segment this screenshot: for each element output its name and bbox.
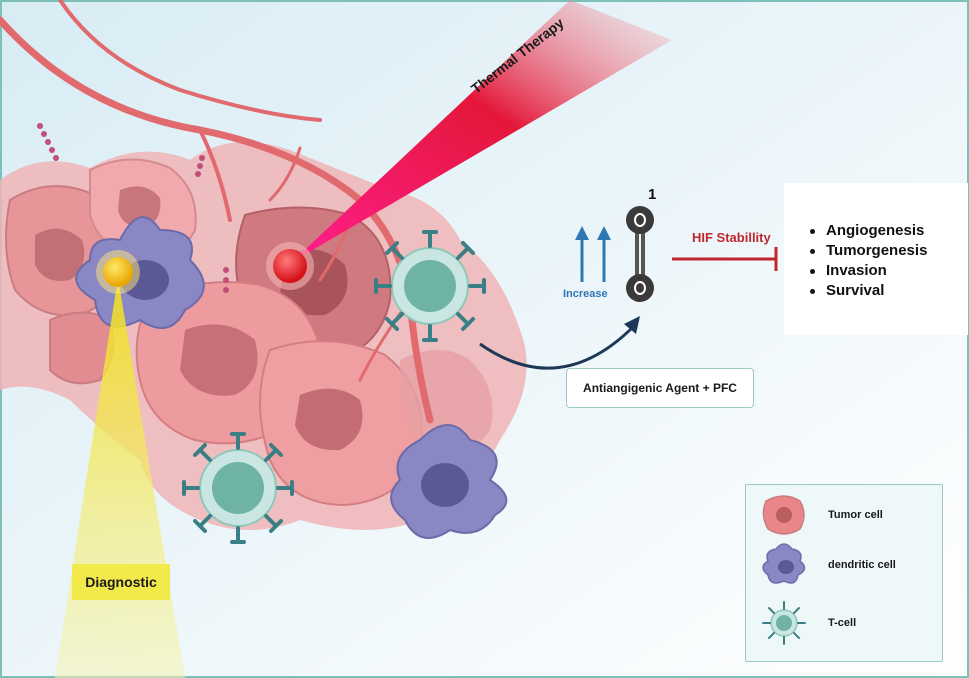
effects-list: Angiogenesis Tumorgenesis Invasion Survi… [808, 221, 968, 301]
curved-arrow [479, 324, 636, 370]
thermal-beam [292, 0, 672, 262]
legend-t-cell: T-cell [828, 617, 857, 629]
dendritic-cell-icon [762, 543, 806, 584]
nanoparticle-red [273, 249, 307, 283]
blood-vessels [0, 0, 434, 424]
tumor-cell-icon [762, 495, 805, 535]
hif-stability-label: HIF Stabillity [692, 230, 771, 245]
legend-tumor-cell: Tumor cell [828, 509, 883, 521]
diagnostic-label: Diagnostic [72, 564, 170, 600]
oxygen-molecule-icon [626, 206, 654, 302]
legend-icons [762, 495, 806, 645]
inhibition-arrow [672, 247, 778, 271]
agent-box: Antiangigenic Agent + PFC [566, 368, 754, 408]
increase-label: Increase [563, 288, 608, 300]
t-cell-icon [762, 601, 806, 645]
t-cell-bottom [182, 432, 294, 544]
vessel-dots [37, 123, 229, 293]
effect-item: Survival [808, 281, 968, 301]
nanoparticle-gold [103, 257, 133, 287]
effects-panel: Angiogenesis Tumorgenesis Invasion Survi… [784, 183, 968, 335]
step-number: 1 [648, 186, 657, 203]
increase-arrows-icon [575, 226, 611, 282]
legend-dendritic-cell: dendritic cell [828, 559, 896, 571]
effect-item: Tumorgenesis [808, 241, 968, 261]
t-cell-right [374, 230, 486, 342]
legend: Tumor cell dendritic cell T-cell [745, 484, 943, 662]
effect-item: Invasion [808, 261, 968, 281]
effect-item: Angiogenesis [808, 221, 968, 241]
dendritic-cell-bottom [390, 424, 508, 539]
